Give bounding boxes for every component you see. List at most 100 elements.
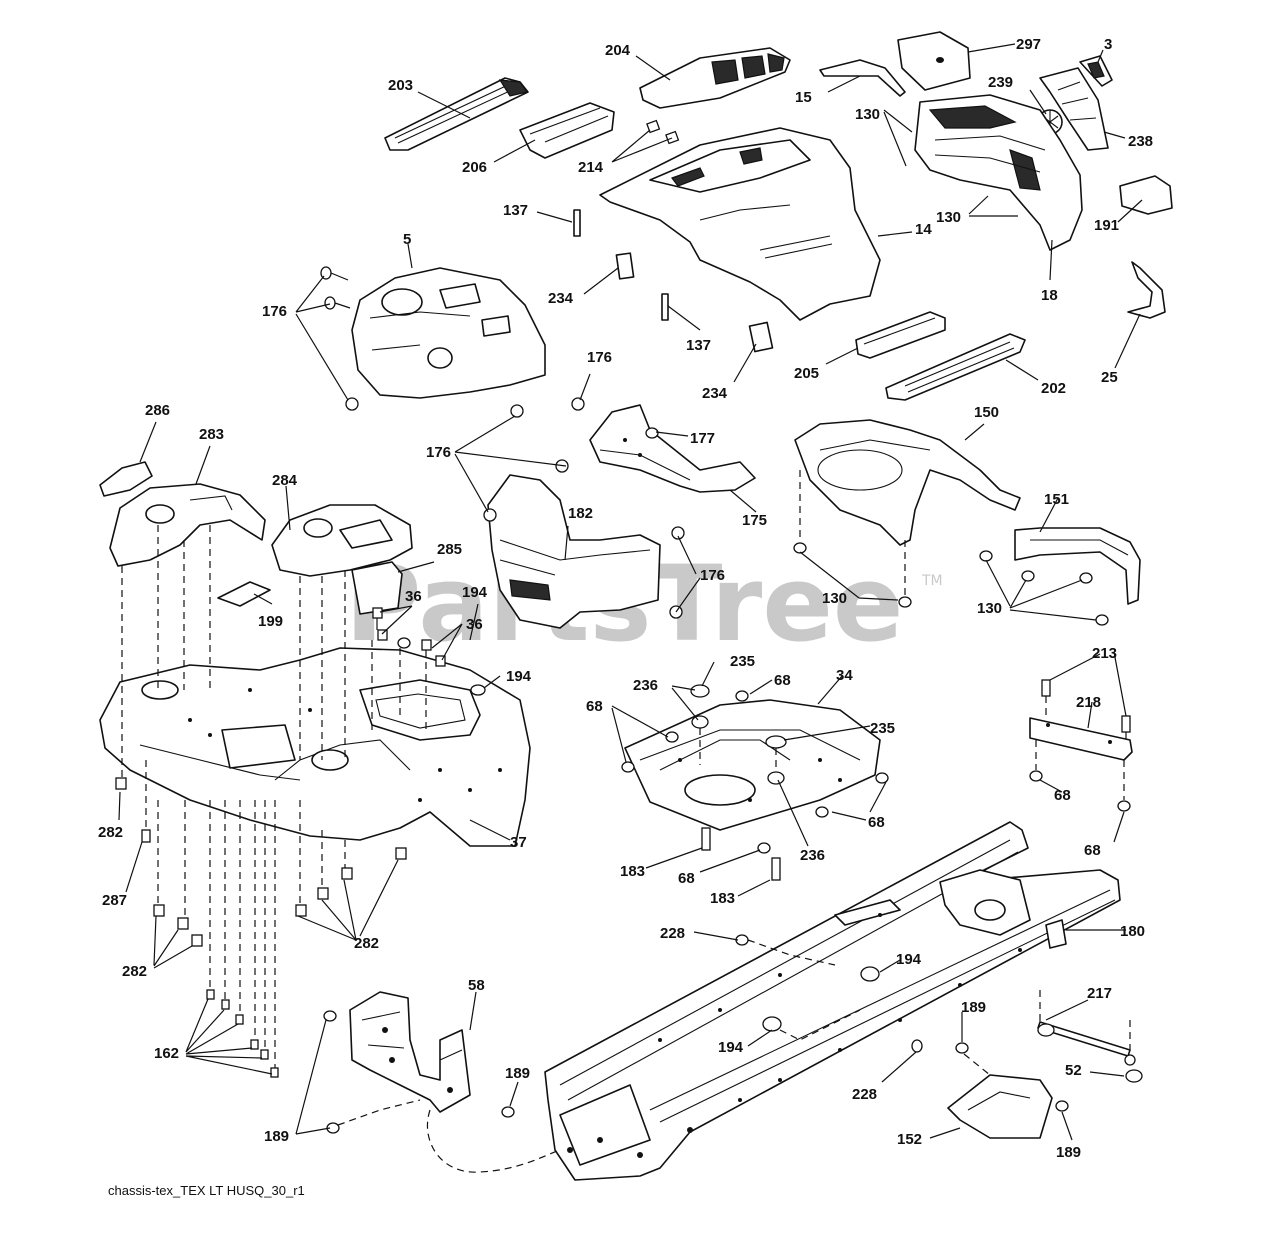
callout-label: 194 bbox=[506, 668, 532, 685]
callout-label: 182 bbox=[568, 505, 593, 522]
callout-label: 235 bbox=[870, 720, 895, 737]
callout-label: 183 bbox=[710, 890, 735, 907]
part-plate-34 bbox=[621, 684, 889, 881]
part-plate-285 bbox=[351, 561, 403, 615]
callout-label: 130 bbox=[977, 600, 1002, 617]
callout-label: 175 bbox=[742, 512, 767, 529]
callout-label: 205 bbox=[794, 365, 819, 382]
callout-label: 286 bbox=[145, 402, 170, 419]
part-bracket-151 bbox=[979, 527, 1141, 626]
callout-label: 194 bbox=[718, 1039, 744, 1056]
callouts: 203 204 297 3 15 239 130 238 206 214 137… bbox=[98, 36, 1153, 1161]
callout-label: 176 bbox=[262, 303, 287, 320]
part-cover-191 bbox=[1119, 175, 1173, 215]
callout-label: 176 bbox=[426, 444, 451, 461]
callout-label: 151 bbox=[1044, 491, 1069, 508]
callout-label: 18 bbox=[1041, 287, 1058, 304]
part-dash-5 bbox=[351, 267, 546, 399]
part-fender-37 bbox=[99, 647, 531, 847]
callout-label: 3 bbox=[1104, 36, 1112, 53]
part-strip-25 bbox=[1127, 261, 1166, 319]
part-bracket-58 bbox=[323, 991, 561, 1173]
callout-label: 36 bbox=[466, 616, 483, 633]
leader-lines bbox=[118, 43, 1143, 1141]
callout-label: 217 bbox=[1087, 985, 1112, 1002]
callout-label: 130 bbox=[855, 106, 880, 123]
part-panel-238 bbox=[1039, 67, 1109, 151]
callout-label: 34 bbox=[836, 667, 853, 684]
part-screws-162 bbox=[206, 989, 279, 1078]
callout-label: 37 bbox=[510, 834, 527, 851]
callout-label: 68 bbox=[1084, 842, 1101, 859]
callout-label: 284 bbox=[272, 472, 298, 489]
callout-label: 218 bbox=[1076, 694, 1101, 711]
callout-label: 234 bbox=[702, 385, 728, 402]
part-hood-front-18 bbox=[914, 94, 1083, 251]
part-bracket-218 bbox=[1029, 679, 1133, 812]
trademark-text: TM bbox=[921, 573, 943, 589]
callout-label: 177 bbox=[690, 430, 715, 447]
part-bracket-3 bbox=[1079, 55, 1113, 87]
part-clip-137a bbox=[573, 209, 581, 237]
callout-label: 191 bbox=[1094, 217, 1119, 234]
callout-label: 199 bbox=[258, 613, 283, 630]
part-strip-15 bbox=[819, 59, 906, 97]
callout-label: 228 bbox=[852, 1086, 877, 1103]
callout-label: 239 bbox=[988, 74, 1013, 91]
callout-label: 194 bbox=[462, 584, 488, 601]
part-frame-180 bbox=[544, 821, 1121, 1181]
part-grille-long bbox=[384, 77, 529, 151]
part-cover-283 bbox=[109, 483, 266, 567]
callout-label: 183 bbox=[620, 863, 645, 880]
part-screw-287 bbox=[141, 829, 151, 843]
callout-label: 235 bbox=[730, 653, 755, 670]
callout-label: 189 bbox=[264, 1128, 289, 1145]
parts-artwork bbox=[99, 31, 1173, 1181]
callout-label: 206 bbox=[462, 159, 487, 176]
callout-label: 180 bbox=[1120, 923, 1145, 940]
callout-label: 176 bbox=[700, 567, 725, 584]
callout-label: 162 bbox=[154, 1045, 179, 1062]
callout-label: 68 bbox=[678, 870, 695, 887]
callout-label: 283 bbox=[199, 426, 224, 443]
callout-label: 189 bbox=[961, 999, 986, 1016]
callout-label: 68 bbox=[774, 672, 791, 689]
part-bushings-176-top bbox=[320, 266, 585, 418]
part-footrest-150 bbox=[793, 419, 1021, 608]
callout-label: 68 bbox=[1054, 787, 1071, 804]
part-rod-217 bbox=[1037, 990, 1143, 1083]
callout-label: 204 bbox=[605, 42, 631, 59]
callout-label: 285 bbox=[437, 541, 462, 558]
part-pad-234b bbox=[748, 321, 774, 353]
callout-label: 52 bbox=[1065, 1062, 1082, 1079]
callout-label: 130 bbox=[936, 209, 961, 226]
part-dash-lower-182 bbox=[483, 459, 685, 629]
part-vent-204 bbox=[639, 47, 791, 109]
callout-label: 58 bbox=[468, 977, 485, 994]
callout-label: 130 bbox=[822, 590, 847, 607]
callout-label: 238 bbox=[1128, 133, 1153, 150]
callout-label: 287 bbox=[102, 892, 127, 909]
diagram-caption: chassis-tex_TEX LT HUSQ_30_r1 bbox=[108, 1183, 305, 1198]
callout-label: 189 bbox=[1056, 1144, 1081, 1161]
callout-label: 203 bbox=[388, 77, 413, 94]
callout-label: 137 bbox=[503, 202, 528, 219]
callout-label: 137 bbox=[686, 337, 711, 354]
part-hood-14 bbox=[599, 127, 881, 321]
callout-label: 213 bbox=[1092, 645, 1117, 662]
part-grille-205 bbox=[855, 311, 946, 359]
callout-label: 236 bbox=[633, 677, 658, 694]
callout-label: 282 bbox=[98, 824, 123, 841]
callout-label: 228 bbox=[660, 925, 685, 942]
part-clip-137b bbox=[661, 293, 669, 321]
part-bracket-175 bbox=[589, 404, 756, 493]
callout-label: 189 bbox=[505, 1065, 530, 1082]
part-pad-234a bbox=[615, 252, 635, 280]
callout-label: 14 bbox=[915, 221, 932, 238]
callout-label: 297 bbox=[1016, 36, 1041, 53]
part-grille-206 bbox=[519, 102, 615, 159]
callout-label: 282 bbox=[354, 935, 379, 952]
callout-label: 5 bbox=[403, 231, 411, 248]
callout-label: 36 bbox=[405, 588, 422, 605]
